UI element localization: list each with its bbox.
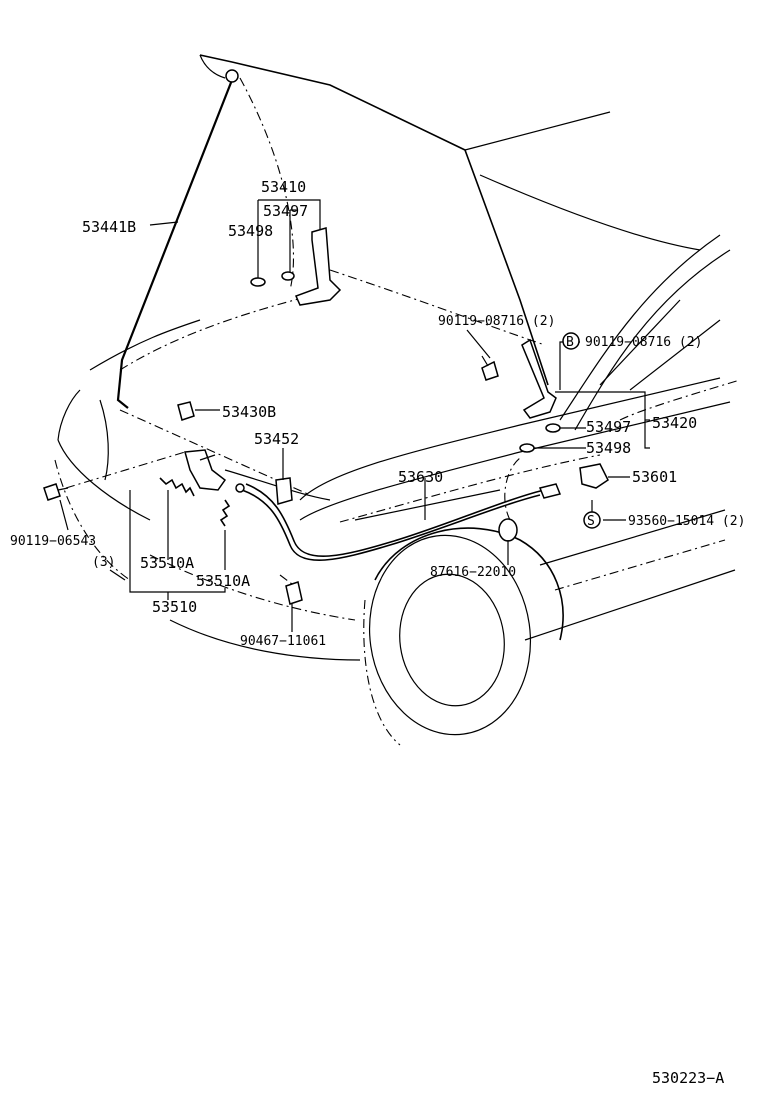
release-lever-53601 (579, 463, 609, 489)
label-53510: 53510 (152, 598, 197, 616)
label-87616-22010: 87616−22010 (430, 565, 516, 580)
svg-text:S: S (587, 514, 595, 529)
diagram-code: 530223−A (652, 1069, 724, 1087)
label-53420: 53420 (652, 414, 697, 432)
bolt-90119-08716 (481, 355, 499, 381)
label-53498-right: 53498 (586, 439, 631, 457)
hood-hinge-right (519, 338, 561, 453)
label-53410: 53410 (261, 178, 306, 196)
label-53510A-left: 53510A (140, 554, 194, 572)
hood-cushion (177, 401, 195, 421)
release-cable-53630 (235, 483, 562, 562)
label-53630: 53630 (398, 468, 443, 486)
clamp-87616-22010 (498, 518, 518, 542)
marker-s: S (583, 511, 601, 529)
label-53497-right: 53497 (586, 418, 631, 436)
label-90119-08716-lower: 90119−08716 (2) (585, 335, 702, 350)
bolt-90119-06543 (43, 483, 69, 501)
label-90119-08716-upper: 90119−08716 (2) (438, 314, 555, 329)
hood-lock-assembly (184, 449, 227, 491)
spring-53510A-left (159, 477, 195, 497)
marker-b: B (562, 332, 580, 350)
label-53498-left: 53498 (228, 222, 273, 240)
hood-support-rod (116, 69, 239, 409)
lock-bracket-53452 (275, 477, 293, 505)
spring-53510A-right (219, 499, 231, 527)
svg-text:B: B (566, 335, 574, 350)
hood-hinge-left (250, 227, 342, 306)
label-53430B: 53430B (222, 403, 276, 421)
label-qty-3: (3) (92, 555, 115, 570)
label-53452: 53452 (254, 430, 299, 448)
label-53497-left: 53497 (263, 202, 308, 220)
label-53601: 53601 (632, 468, 677, 486)
label-53510A-right: 53510A (196, 572, 250, 590)
leader-lines (59, 199, 650, 632)
label-90119-06543: 90119−06543 (10, 534, 96, 549)
wheel (363, 527, 564, 746)
label-93560-15014: 93560−15014 (2) (628, 514, 745, 529)
clip-90467-11061 (285, 581, 303, 605)
body-outline (54, 234, 741, 661)
label-90467-11061: 90467−11061 (240, 634, 326, 649)
label-53441B: 53441B (82, 218, 136, 236)
